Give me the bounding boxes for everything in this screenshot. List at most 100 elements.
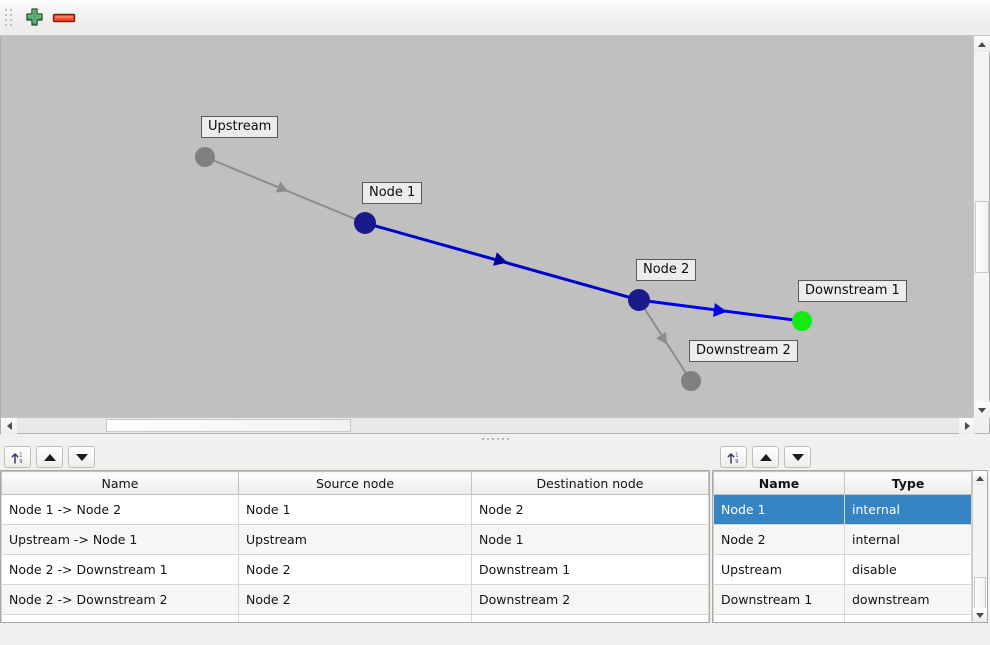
minus-icon — [52, 13, 76, 22]
table-row[interactable]: Node 2 -> Downstream 2 Node 2 Downstream… — [1, 584, 709, 615]
triangle-down-icon — [978, 407, 986, 413]
graph-canvas[interactable]: Upstream Node 1 Node 2 Downstream 1 Down… — [1, 36, 975, 418]
edge-name-cell[interactable]: Node 1 -> Node 2 — [1, 494, 239, 525]
nodes-table: Name Type Node 1 internal Node 2 interna… — [713, 471, 972, 622]
graph-node-downstream1[interactable] — [792, 311, 812, 331]
edge-destination-cell[interactable]: Downstream 2 — [471, 584, 709, 615]
nodes-table-scroll[interactable]: Name Type Node 1 internal Node 2 interna… — [713, 471, 972, 622]
table-row[interactable]: Upstream -> Node 1 Upstream Node 1 — [1, 524, 709, 555]
add-node-button[interactable] — [19, 4, 49, 32]
nodes-column-type[interactable]: Type — [844, 471, 972, 495]
triangle-up-icon — [759, 453, 772, 461]
nodes-table-header-row: Name Type — [713, 471, 972, 495]
graph-label-node1[interactable]: Node 1 — [362, 182, 423, 204]
nodes-table-vertical-scrollbar[interactable] — [972, 471, 987, 622]
table-row[interactable]: Downstream 1 downstream — [713, 584, 972, 615]
sort-icon: 1 9 — [11, 452, 22, 465]
edge-name-cell[interactable]: Node 2 -> Downstream 1 — [1, 554, 239, 585]
nodes-move-up-button[interactable] — [752, 446, 779, 468]
edge-destination-cell[interactable]: Downstream 1 — [471, 554, 709, 585]
edges-sort-button[interactable]: 1 9 — [4, 446, 31, 468]
edge-source-cell[interactable]: Node 2 — [238, 554, 472, 585]
graph-node-upstream[interactable] — [195, 147, 215, 167]
edges-column-source[interactable]: Source node — [238, 471, 472, 495]
triangle-up-icon — [43, 453, 56, 461]
edges-column-name[interactable]: Name — [1, 471, 239, 495]
nodes-table-container[interactable]: Name Type Node 1 internal Node 2 interna… — [712, 470, 988, 623]
svg-text:1: 1 — [735, 452, 738, 458]
scroll-left-button[interactable] — [1, 418, 17, 434]
edges-panel: 1 9 Name Source node Des — [0, 444, 710, 645]
nodes-scroll-up-button[interactable] — [973, 471, 987, 485]
scroll-up-button[interactable] — [974, 36, 990, 52]
node-name-cell[interactable]: Node 2 — [713, 524, 845, 555]
triangle-down-icon — [791, 453, 804, 461]
arrowhead-icon — [713, 303, 727, 317]
nodes-panel-toolbar: 1 9 — [710, 444, 990, 470]
nodes-sort-button[interactable]: 1 9 — [720, 446, 747, 468]
triangle-down-icon — [976, 612, 984, 618]
toolbar-drag-handle[interactable] — [3, 7, 13, 29]
remove-node-button[interactable] — [49, 4, 79, 32]
edge-upstream-node1[interactable] — [204, 156, 366, 224]
empty-cell — [238, 614, 472, 622]
node-name-cell[interactable]: Upstream — [713, 554, 845, 585]
graph-label-upstream[interactable]: Upstream — [201, 116, 279, 138]
nodes-column-name[interactable]: Name — [713, 471, 845, 495]
table-row[interactable]: Upstream disable — [713, 554, 972, 585]
edge-name-cell[interactable]: Node 2 -> Downstream 2 — [1, 584, 239, 615]
node-type-cell[interactable]: internal — [844, 494, 972, 525]
plus-icon — [25, 8, 43, 26]
node-name-cell[interactable]: Node 1 — [713, 494, 845, 525]
scroll-down-button[interactable] — [974, 402, 990, 418]
sort-icon: 1 9 — [727, 452, 738, 465]
triangle-up-icon — [978, 41, 986, 47]
edge-node1-node2[interactable] — [364, 221, 640, 302]
graph-label-downstream1[interactable]: Downstream 1 — [798, 280, 907, 302]
edge-node2-downstream2[interactable] — [638, 299, 692, 382]
edge-destination-cell[interactable]: Node 2 — [471, 494, 709, 525]
svg-text:9: 9 — [735, 459, 738, 465]
horizontal-splitter[interactable] — [0, 434, 990, 444]
node-type-cell[interactable]: disable — [844, 554, 972, 585]
table-row[interactable]: Node 1 -> Node 2 Node 1 Node 2 — [1, 494, 709, 525]
table-row[interactable]: Node 2 -> Downstream 1 Node 2 Downstream… — [1, 554, 709, 585]
graph-label-downstream2[interactable]: Downstream 2 — [689, 340, 798, 362]
nodes-move-down-button[interactable] — [784, 446, 811, 468]
graph-vertical-scrollbar[interactable] — [973, 36, 990, 418]
graph-vertical-scroll-thumb[interactable] — [975, 201, 989, 273]
edge-node2-downstream1[interactable] — [638, 298, 803, 323]
edges-column-destination[interactable]: Destination node — [471, 471, 709, 495]
edges-table-container[interactable]: Name Source node Destination node Node 1… — [0, 470, 710, 623]
nodes-scroll-down-button[interactable] — [973, 608, 987, 622]
graph-svg — [195, 147, 812, 391]
graph-node-node1[interactable] — [354, 212, 376, 234]
edges-table-header-row: Name Source node Destination node — [1, 471, 709, 495]
edges-table: Name Source node Destination node Node 1… — [1, 471, 709, 622]
node-type-cell[interactable]: downstream — [844, 584, 972, 615]
edges-table-scroll[interactable]: Name Source node Destination node Node 1… — [1, 471, 709, 622]
graph-node-node2[interactable] — [628, 289, 650, 311]
graph-node-downstream2[interactable] — [681, 371, 701, 391]
graph-horizontal-scrollbar[interactable] — [1, 417, 975, 434]
node-name-cell[interactable]: Downstream 1 — [713, 584, 845, 615]
graph-view[interactable]: Upstream Node 1 Node 2 Downstream 1 Down… — [0, 36, 990, 434]
arrowhead-icon — [655, 331, 667, 345]
nodes-scroll-thumb[interactable] — [974, 577, 986, 611]
nodes-panel: 1 9 Name Type — [710, 444, 990, 645]
table-row[interactable]: Node 1 internal — [713, 494, 972, 525]
table-row[interactable]: Node 2 internal — [713, 524, 972, 555]
edge-name-cell[interactable]: Upstream -> Node 1 — [1, 524, 239, 555]
edge-source-cell[interactable]: Node 2 — [238, 584, 472, 615]
triangle-right-icon — [964, 422, 970, 430]
graph-label-node2[interactable]: Node 2 — [636, 259, 697, 281]
edges-move-down-button[interactable] — [68, 446, 95, 468]
edge-destination-cell[interactable]: Node 1 — [471, 524, 709, 555]
edge-source-cell[interactable]: Upstream — [238, 524, 472, 555]
scroll-right-button[interactable] — [959, 418, 975, 434]
edges-move-up-button[interactable] — [36, 446, 63, 468]
node-type-cell[interactable]: internal — [844, 524, 972, 555]
edge-source-cell[interactable]: Node 1 — [238, 494, 472, 525]
graph-horizontal-scroll-thumb[interactable] — [106, 419, 351, 432]
